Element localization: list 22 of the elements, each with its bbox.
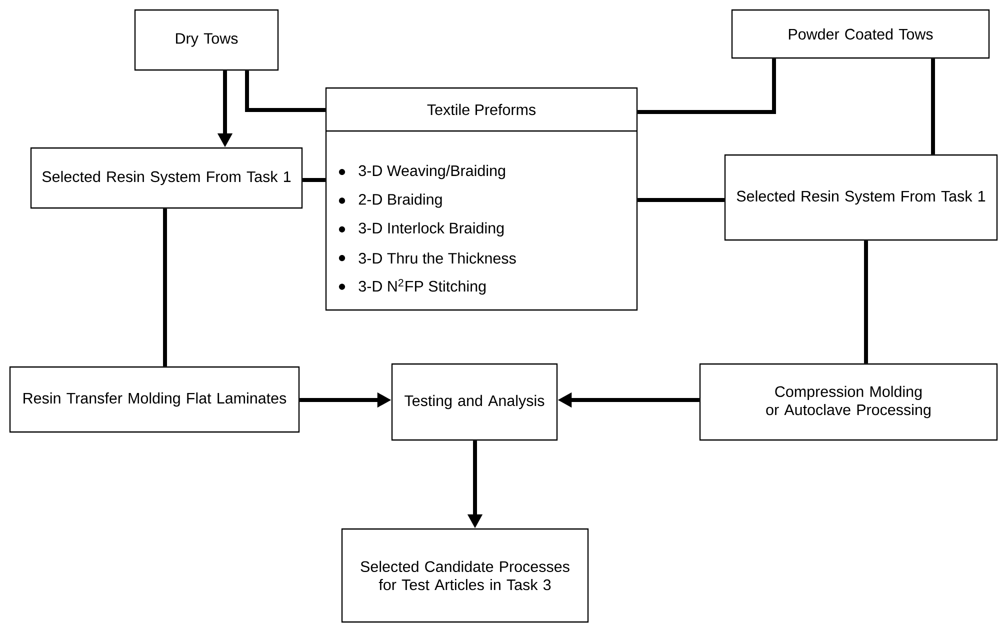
connector	[638, 58, 776, 114]
bullet-item: 2-D Braiding	[358, 194, 442, 208]
bullet-item: 3-D Weaving/Braiding	[358, 164, 505, 180]
bullet-item: 3-D Thru the Thickness	[358, 252, 516, 264]
process-box: Compression Molding or Autoclave Processing	[699, 363, 998, 441]
box-heading: Textile Preforms	[427, 104, 536, 116]
connector	[864, 240, 868, 364]
process-box: Resin Transfer Molding Flat Laminates	[9, 366, 300, 433]
connector	[931, 58, 935, 154]
process-box: Selected Candidate Processes for Test Articles in Task 3	[341, 528, 589, 623]
connector	[638, 198, 724, 202]
process-box: Selected Resin System From Task 1	[30, 147, 303, 209]
bullet-item: 3-D Interlock Braiding	[358, 222, 504, 236]
connector	[163, 208, 167, 366]
process-box: Powder Coated Tows	[731, 9, 990, 59]
process-box: Selected Resin System From Task 1	[724, 154, 998, 241]
bullet-item: 3-D N$^{2}$FP Stitching	[358, 278, 486, 295]
connector	[245, 70, 326, 112]
connector	[302, 178, 326, 182]
process-box: Dry Tows	[134, 9, 279, 71]
list-box	[325, 87, 638, 311]
process-box: Testing and Analysis	[391, 363, 558, 441]
